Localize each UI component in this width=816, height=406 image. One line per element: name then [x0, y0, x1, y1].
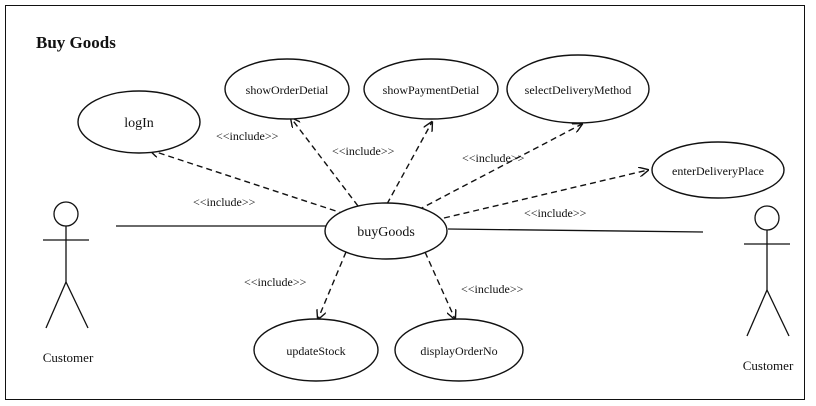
- actor-right-leg: [766, 289, 790, 337]
- use-case-selectDeliveryMethod: selectDeliveryMethod: [506, 54, 650, 124]
- use-case-showPaymentDetial-shape: [363, 58, 499, 120]
- include-label-method: <<include>>: [462, 151, 525, 165]
- use-case-buyGoods-label: buyGoods: [357, 225, 415, 240]
- use-case-selectDeliveryMethod-shape: [506, 54, 650, 124]
- include-arrow-order: [291, 118, 359, 207]
- include-label-place: <<include>>: [524, 206, 587, 220]
- include-arrow-login: [150, 150, 346, 215]
- actor-left-leg: [45, 281, 67, 329]
- include-label-payment: <<include>>: [332, 144, 395, 158]
- diagram-frame: [5, 5, 805, 400]
- use-case-showOrderDetial-shape: [224, 58, 350, 120]
- include-arrow-method: [417, 124, 582, 211]
- use-case-enterDeliveryPlace: enterDeliveryPlace: [651, 141, 785, 199]
- actor-right-label: Customer: [743, 358, 794, 373]
- use-case-enterDeliveryPlace-label: enterDeliveryPlace: [672, 164, 764, 178]
- actor-right-head: [754, 205, 780, 231]
- actor-right-leg: [746, 289, 768, 337]
- use-case-showOrderDetial: showOrderDetial: [224, 58, 350, 120]
- use-case-updateStock-shape: [253, 318, 379, 382]
- include-arrow-stock: [318, 251, 347, 319]
- actor-right: Customer: [743, 205, 794, 373]
- include-label-order: <<include>>: [216, 129, 279, 143]
- include-arrow-orderno: [424, 251, 455, 319]
- use-case-displayOrderNo-label: displayOrderNo: [420, 344, 497, 358]
- use-case-buyGoods: buyGoods: [324, 202, 448, 260]
- use-case-updateStock-label: updateStock: [286, 344, 345, 358]
- use-case-logIn-label: logIn: [124, 116, 154, 131]
- use-case-buyGoods-shape: [324, 202, 448, 260]
- actor-left-head: [53, 201, 79, 227]
- include-label-login: <<include>>: [193, 195, 256, 209]
- use-case-displayOrderNo-shape: [394, 318, 524, 382]
- use-case-enterDeliveryPlace-shape: [651, 141, 785, 199]
- include-arrow-payment: [386, 122, 432, 205]
- actor-left-leg: [65, 281, 89, 329]
- diagram-title: Buy Goods: [36, 33, 116, 52]
- actor-left-label: Customer: [43, 350, 94, 365]
- use-case-showOrderDetial-label: showOrderDetial: [246, 83, 329, 97]
- include-label-stock: <<include>>: [244, 275, 307, 289]
- use-case-showPaymentDetial: showPaymentDetial: [363, 58, 499, 120]
- association-right: [447, 228, 704, 233]
- use-case-displayOrderNo: displayOrderNo: [394, 318, 524, 382]
- use-case-updateStock: updateStock: [253, 318, 379, 382]
- use-case-logIn-shape: [77, 90, 201, 154]
- include-arrow-place: [443, 170, 648, 219]
- actor-left: Customer: [43, 201, 94, 365]
- use-case-logIn: logIn: [77, 90, 201, 154]
- include-label-orderno: <<include>>: [461, 282, 524, 296]
- use-case-selectDeliveryMethod-label: selectDeliveryMethod: [525, 83, 632, 97]
- use-case-showPaymentDetial-label: showPaymentDetial: [383, 83, 480, 97]
